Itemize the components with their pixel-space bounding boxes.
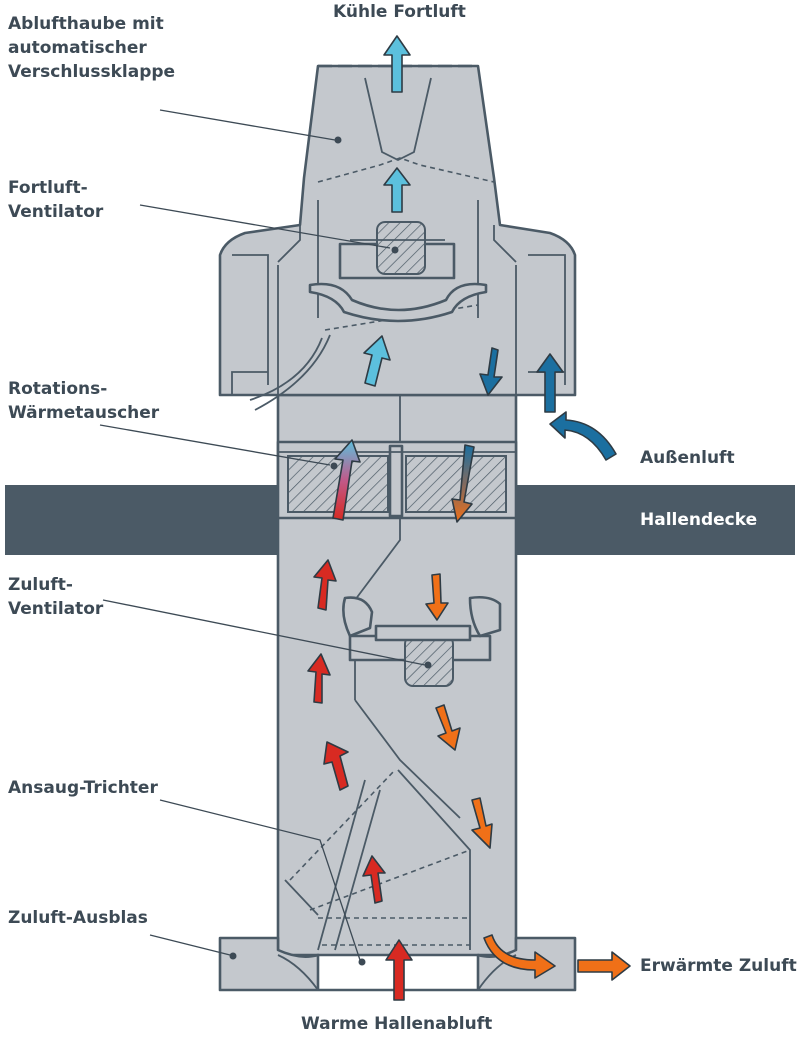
supply-fan: [342, 595, 502, 687]
label-exhaust-hood: Ablufthaube mit automatischer Verschluss…: [8, 14, 176, 82]
label-exhaust-fan: Fortluft- Ventilator: [8, 178, 104, 222]
label-warm-hall-air: Warme Hallenabluft: [301, 1014, 493, 1034]
label-ceiling: Hallendecke: [640, 510, 758, 530]
label-intake-funnel: Ansaug-Trichter: [8, 778, 158, 798]
label-outside-air: Außenluft: [640, 448, 735, 468]
label-supply-outlet: Zuluft-Ausblas: [8, 908, 148, 928]
warm-supply-arrows: [425, 573, 631, 981]
label-cool-exhaust: Kühle Fortluft: [333, 2, 466, 22]
outside-air-arrows: [451, 347, 617, 523]
supply-outlet: [218, 936, 577, 992]
cool-exhaust-arrows: [332, 35, 411, 521]
label-rotary-exchanger: Rotations- Wärmetauscher: [8, 379, 160, 423]
rotary-heat-exchanger: [276, 440, 518, 520]
label-warm-supply: Erwärmte Zuluft: [640, 956, 797, 976]
label-supply-fan: Zuluft- Ventilator: [8, 575, 104, 619]
warm-air-arrows: [307, 559, 413, 1001]
exhaust-fan: [308, 221, 488, 323]
